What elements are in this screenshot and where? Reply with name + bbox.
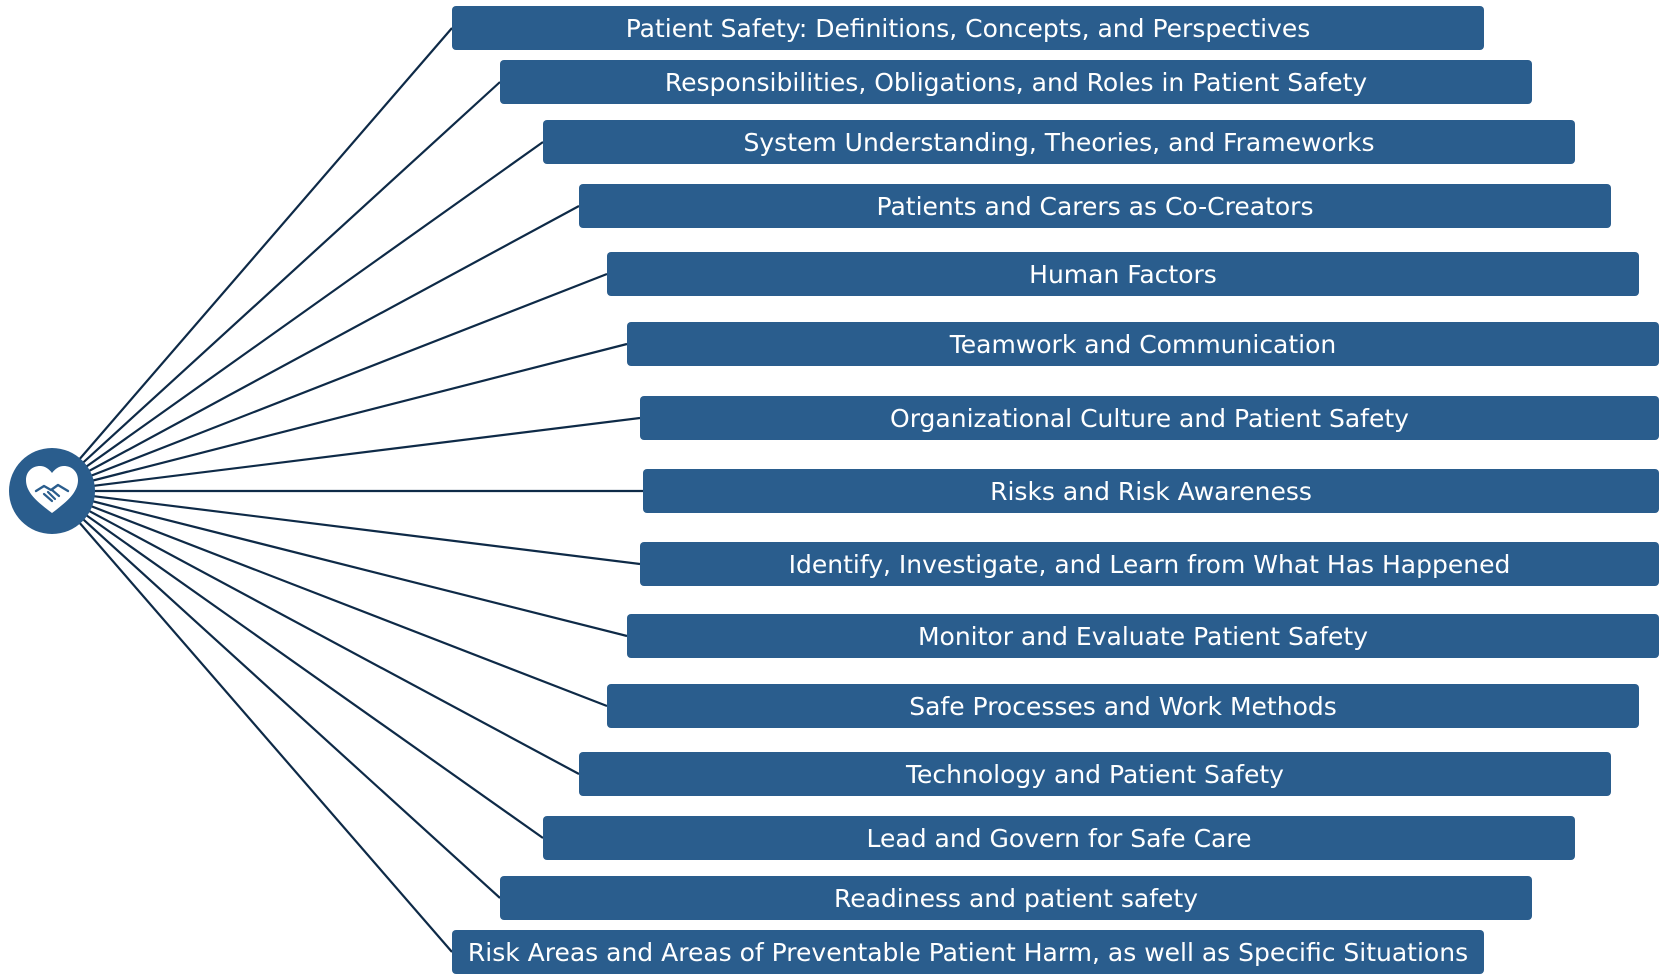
topic-box: Teamwork and Communication bbox=[627, 322, 1659, 366]
topic-box: Monitor and Evaluate Patient Safety bbox=[627, 614, 1659, 658]
topic-label: Monitor and Evaluate Patient Safety bbox=[917, 621, 1369, 651]
topic-box: Lead and Govern for Safe Care bbox=[543, 816, 1575, 860]
topic-label: Identify, Investigate, and Learn from Wh… bbox=[788, 549, 1511, 579]
connector-line bbox=[51, 489, 628, 638]
topic-label: System Understanding, Theories, and Fram… bbox=[743, 127, 1375, 157]
connector-line bbox=[51, 27, 453, 492]
connector-line bbox=[51, 141, 544, 492]
topic-label: Teamwork and Communication bbox=[949, 329, 1337, 359]
topic-label: Responsibilities, Obligations, and Roles… bbox=[664, 67, 1368, 97]
topic-box: Technology and Patient Safety bbox=[579, 752, 1611, 796]
connector-line bbox=[51, 342, 628, 493]
topic-label: Human Factors bbox=[1029, 259, 1217, 289]
topic-box: Patients and Carers as Co-Creators bbox=[579, 184, 1611, 228]
topic-box: Identify, Investigate, and Learn from Wh… bbox=[640, 542, 1659, 586]
topic-box: Risk Areas and Areas of Preventable Pati… bbox=[452, 930, 1484, 974]
connector-line bbox=[51, 416, 641, 493]
topic-label: Safe Processes and Work Methods bbox=[909, 691, 1337, 721]
connector-line bbox=[51, 489, 641, 566]
connector-line bbox=[51, 490, 544, 839]
connector-line bbox=[51, 490, 501, 899]
connector-line bbox=[51, 81, 501, 492]
topic-label: Risks and Risk Awareness bbox=[990, 476, 1312, 506]
topic-box: Risks and Risk Awareness bbox=[643, 469, 1659, 513]
connector-line bbox=[51, 490, 580, 775]
topic-box: Responsibilities, Obligations, and Roles… bbox=[500, 60, 1532, 104]
topic-box: Safe Processes and Work Methods bbox=[607, 684, 1639, 728]
topic-label: Technology and Patient Safety bbox=[906, 759, 1284, 789]
topic-label: Readiness and patient safety bbox=[833, 883, 1198, 913]
topic-label: Risk Areas and Areas of Preventable Pati… bbox=[467, 937, 1469, 967]
connector-line bbox=[51, 490, 453, 953]
topic-box: Readiness and patient safety bbox=[500, 876, 1532, 920]
topic-label: Lead and Govern for Safe Care bbox=[866, 823, 1252, 853]
connector-line bbox=[51, 205, 580, 492]
connector-line bbox=[51, 272, 608, 493]
heart-handshake-icon bbox=[26, 466, 78, 513]
topic-box: Human Factors bbox=[607, 252, 1639, 296]
topic-box: System Understanding, Theories, and Fram… bbox=[543, 120, 1575, 164]
hub-circle bbox=[9, 448, 95, 534]
topic-box: Patient Safety: Definitions, Concepts, a… bbox=[452, 6, 1484, 50]
topic-box: Organizational Culture and Patient Safet… bbox=[640, 396, 1659, 440]
connector-line bbox=[51, 489, 608, 708]
topic-label: Organizational Culture and Patient Safet… bbox=[890, 403, 1409, 433]
topic-label: Patients and Carers as Co-Creators bbox=[876, 191, 1314, 221]
topic-label: Patient Safety: Definitions, Concepts, a… bbox=[625, 13, 1311, 43]
